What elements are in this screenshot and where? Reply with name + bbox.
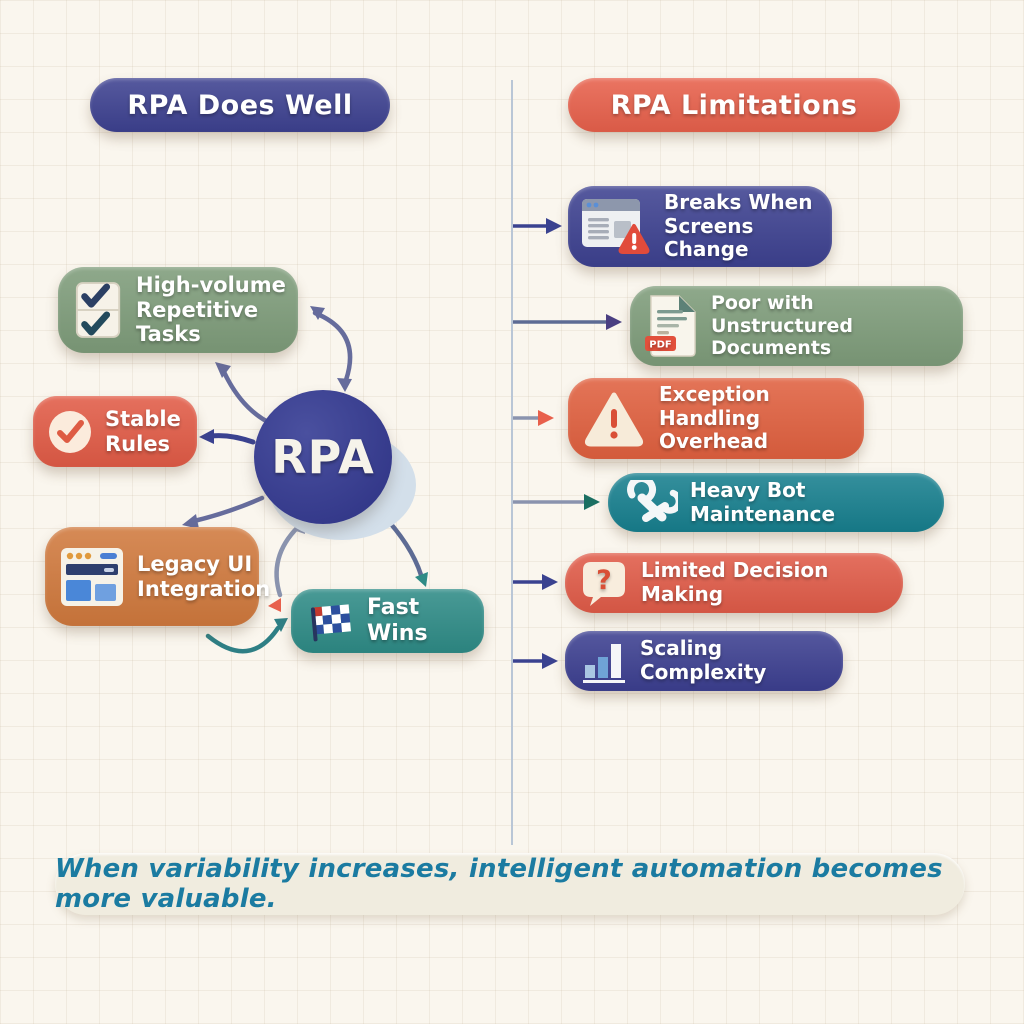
left-column-header: RPA Does Well	[90, 78, 390, 132]
card-label-line1: Poor with	[711, 292, 814, 315]
card-exception-handling-overhead: Exception Handling Overhead	[568, 378, 864, 459]
card-limited-decision-making: ? Limited Decision Making	[565, 553, 903, 613]
card-label-line2: Rules	[105, 431, 171, 456]
card-label-line1: Legacy UI	[137, 551, 253, 576]
card-legacy-ui-integration: Legacy UI Integration	[45, 527, 270, 626]
left-header-label: RPA Does Well	[127, 89, 353, 121]
card-label-line2: Screens Change	[664, 213, 754, 262]
card-label-line1: High-volume	[136, 272, 286, 297]
card-breaks-when-screens-change: Breaks When Screens Change	[568, 186, 832, 267]
pdf-document-icon: PDF	[643, 294, 699, 358]
rpa-hub-node: RPA	[254, 390, 392, 524]
card-stable-rules: Stable Rules	[33, 396, 197, 467]
card-label-line1: Fast Wins	[367, 595, 428, 646]
bar-chart-icon	[581, 638, 627, 684]
card-label-line2: Integration	[137, 576, 271, 601]
card-heavy-bot-maintenance: Heavy Bot Maintenance	[608, 473, 944, 532]
footer-banner: When variability increases, intelligent …	[55, 853, 965, 915]
broken-screen-warning-icon	[581, 196, 651, 258]
pdf-badge-text: PDF	[649, 340, 671, 351]
card-poor-with-unstructured-documents: PDF Poor with Unstructured Documents	[630, 286, 963, 366]
card-label-line2: Repetitive Tasks	[136, 297, 259, 347]
question-bubble-icon: ?	[579, 558, 629, 608]
card-high-volume-repetitive-tasks: High-volume Repetitive Tasks	[58, 267, 298, 353]
right-header-label: RPA Limitations	[610, 89, 858, 121]
checkered-flag-icon	[307, 599, 355, 643]
warning-triangle-icon	[583, 391, 645, 447]
card-label-line2: Unstructured Documents	[711, 314, 853, 360]
card-scaling-complexity: Scaling Complexity	[565, 631, 843, 691]
card-label-line1: Scaling Complexity	[640, 636, 767, 684]
check-circle-icon	[47, 409, 93, 455]
card-label-line1: Heavy Bot Maintenance	[690, 477, 836, 526]
card-label-line1: Exception Handling	[659, 382, 770, 430]
card-label-line1: Stable	[105, 406, 181, 431]
wrench-icon	[622, 479, 678, 526]
card-label-line1: Limited Decision Making	[641, 558, 829, 606]
card-label-line1: Breaks When	[664, 190, 813, 215]
right-column-header: RPA Limitations	[568, 78, 900, 132]
column-divider	[511, 80, 513, 845]
browser-window-icon	[60, 547, 124, 607]
footer-text: When variability increases, intelligent …	[55, 854, 943, 914]
checklist-icon	[74, 279, 124, 341]
question-glyph: ?	[596, 565, 612, 596]
card-label-line2: Overhead	[659, 429, 769, 454]
card-fast-wins: Fast Wins	[291, 589, 484, 653]
rpa-hub-label: RPA	[271, 430, 375, 484]
